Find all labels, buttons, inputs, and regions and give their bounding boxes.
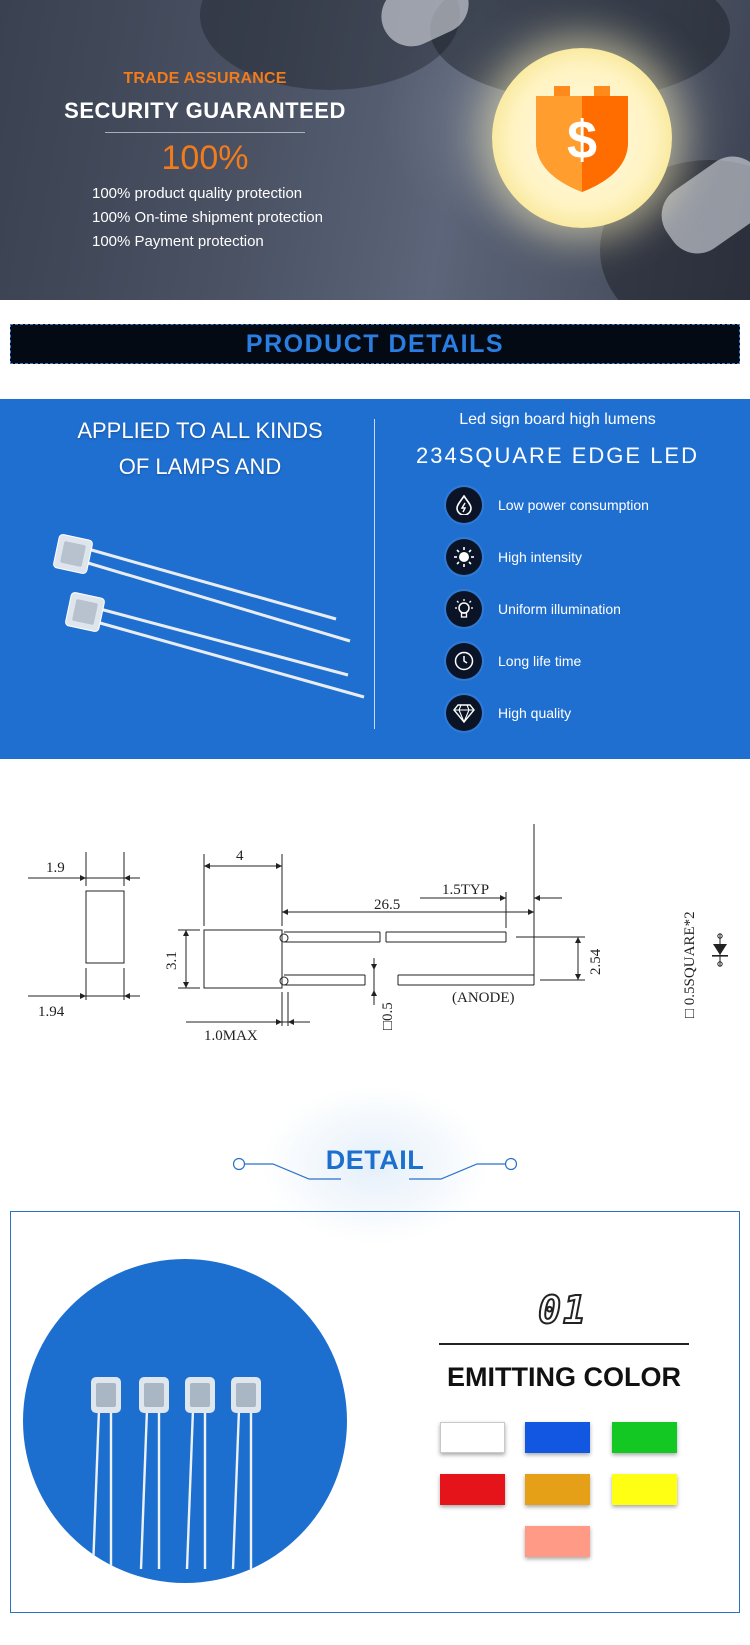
color-swatch-white — [440, 1422, 505, 1453]
trade-assurance-banner: TRADE ASSURANCE SECURITY GUARANTEED 100%… — [0, 0, 750, 300]
diamond-icon — [446, 695, 482, 731]
dim-label: 2.54 — [588, 948, 604, 975]
protection-item: 100% On-time shipment protection — [92, 209, 323, 226]
banner-divider — [105, 132, 305, 133]
number-underline — [439, 1343, 689, 1345]
clock-icon — [446, 643, 482, 679]
color-swatch-pink — [525, 1526, 590, 1557]
dim-label: 26.5 — [374, 897, 400, 913]
feature-label: High quality — [498, 705, 572, 721]
svg-text:$: $ — [567, 110, 597, 170]
product-title: 234SQUARE EDGE LED — [416, 443, 699, 468]
applied-heading: APPLIED TO ALL KINDS OF LAMPS AND — [40, 413, 360, 485]
security-guaranteed-heading: SECURITY GUARANTEED — [64, 98, 346, 123]
dim-label: 1.5TYP — [442, 882, 489, 898]
detail-glow — [260, 1085, 490, 1245]
dollar-shield-icon: $ — [536, 86, 628, 192]
led-row-image — [91, 1377, 261, 1570]
feature-label: High intensity — [498, 549, 583, 565]
dimension-drawing: 1.9 1.94 4 3.1 26.5 1.5TYP 2.54 □0.5 1.0… — [28, 824, 728, 1044]
detail-title: DETAIL — [325, 1145, 425, 1175]
feature-label: Low power consumption — [498, 497, 649, 513]
percent-label: 100% — [161, 139, 249, 177]
emitting-color-heading: EMITTING COLOR — [447, 1362, 681, 1392]
protection-item: 100% Payment protection — [92, 233, 264, 250]
feature-label: Uniform illumination — [498, 601, 621, 617]
color-swatch-yellow — [612, 1474, 677, 1505]
product-subtitle: Led sign board high lumens — [459, 411, 656, 428]
square-label: □ 0.5SQUARE*2 — [682, 911, 698, 1018]
color-swatch-orange — [525, 1474, 590, 1505]
feature-label: Long life time — [498, 653, 582, 669]
trade-assurance-label: TRADE ASSURANCE — [123, 70, 287, 87]
product-details-title: PRODUCT DETAILS — [245, 329, 505, 358]
protection-list: 100% product quality protection 100% On-… — [40, 182, 370, 254]
color-swatch-green — [612, 1422, 677, 1453]
banner-text: TRADE ASSURANCE SECURITY GUARANTEED 100%… — [40, 70, 370, 254]
dim-label: 1.0MAX — [204, 1028, 258, 1044]
color-swatch-red — [440, 1474, 505, 1505]
feature-item: High intensity — [446, 539, 582, 575]
feature-item: High quality — [446, 695, 571, 731]
detail-box: 01 EMITTING COLOR — [10, 1211, 740, 1613]
applied-heading-line1: APPLIED TO ALL KINDS — [77, 418, 323, 443]
feature-item: Uniform illumination — [446, 591, 621, 627]
detail-product-circle — [23, 1259, 347, 1583]
feature-item: Long life time — [446, 643, 581, 679]
product-details-bar: PRODUCT DETAILS — [10, 324, 740, 364]
protection-item: 100% product quality protection — [92, 185, 303, 202]
leaf-drop-icon — [446, 487, 482, 523]
dim-label: 1.9 — [46, 860, 65, 876]
feature-section: APPLIED TO ALL KINDS OF LAMPS AND Led si… — [0, 399, 750, 759]
led-product-image — [53, 534, 365, 699]
dim-label: □0.5 — [380, 1002, 396, 1030]
shield-glow: $ — [492, 48, 672, 228]
dim-label: 1.94 — [38, 1004, 65, 1020]
dim-label: 3.1 — [164, 951, 180, 970]
color-swatch-blue — [525, 1422, 590, 1453]
detail-heading: DETAIL — [225, 1145, 525, 1185]
sun-icon — [446, 539, 482, 575]
detail-ornament — [232, 1157, 518, 1180]
light-bulb-icon — [446, 591, 482, 627]
section-number: 01 — [537, 1287, 588, 1333]
anode-label: (ANODE) — [452, 990, 514, 1006]
feature-item: Low power consumption — [446, 487, 649, 523]
applied-heading-line2: OF LAMPS AND — [118, 454, 282, 479]
dim-label: 4 — [236, 848, 244, 864]
section-divider — [374, 419, 375, 729]
